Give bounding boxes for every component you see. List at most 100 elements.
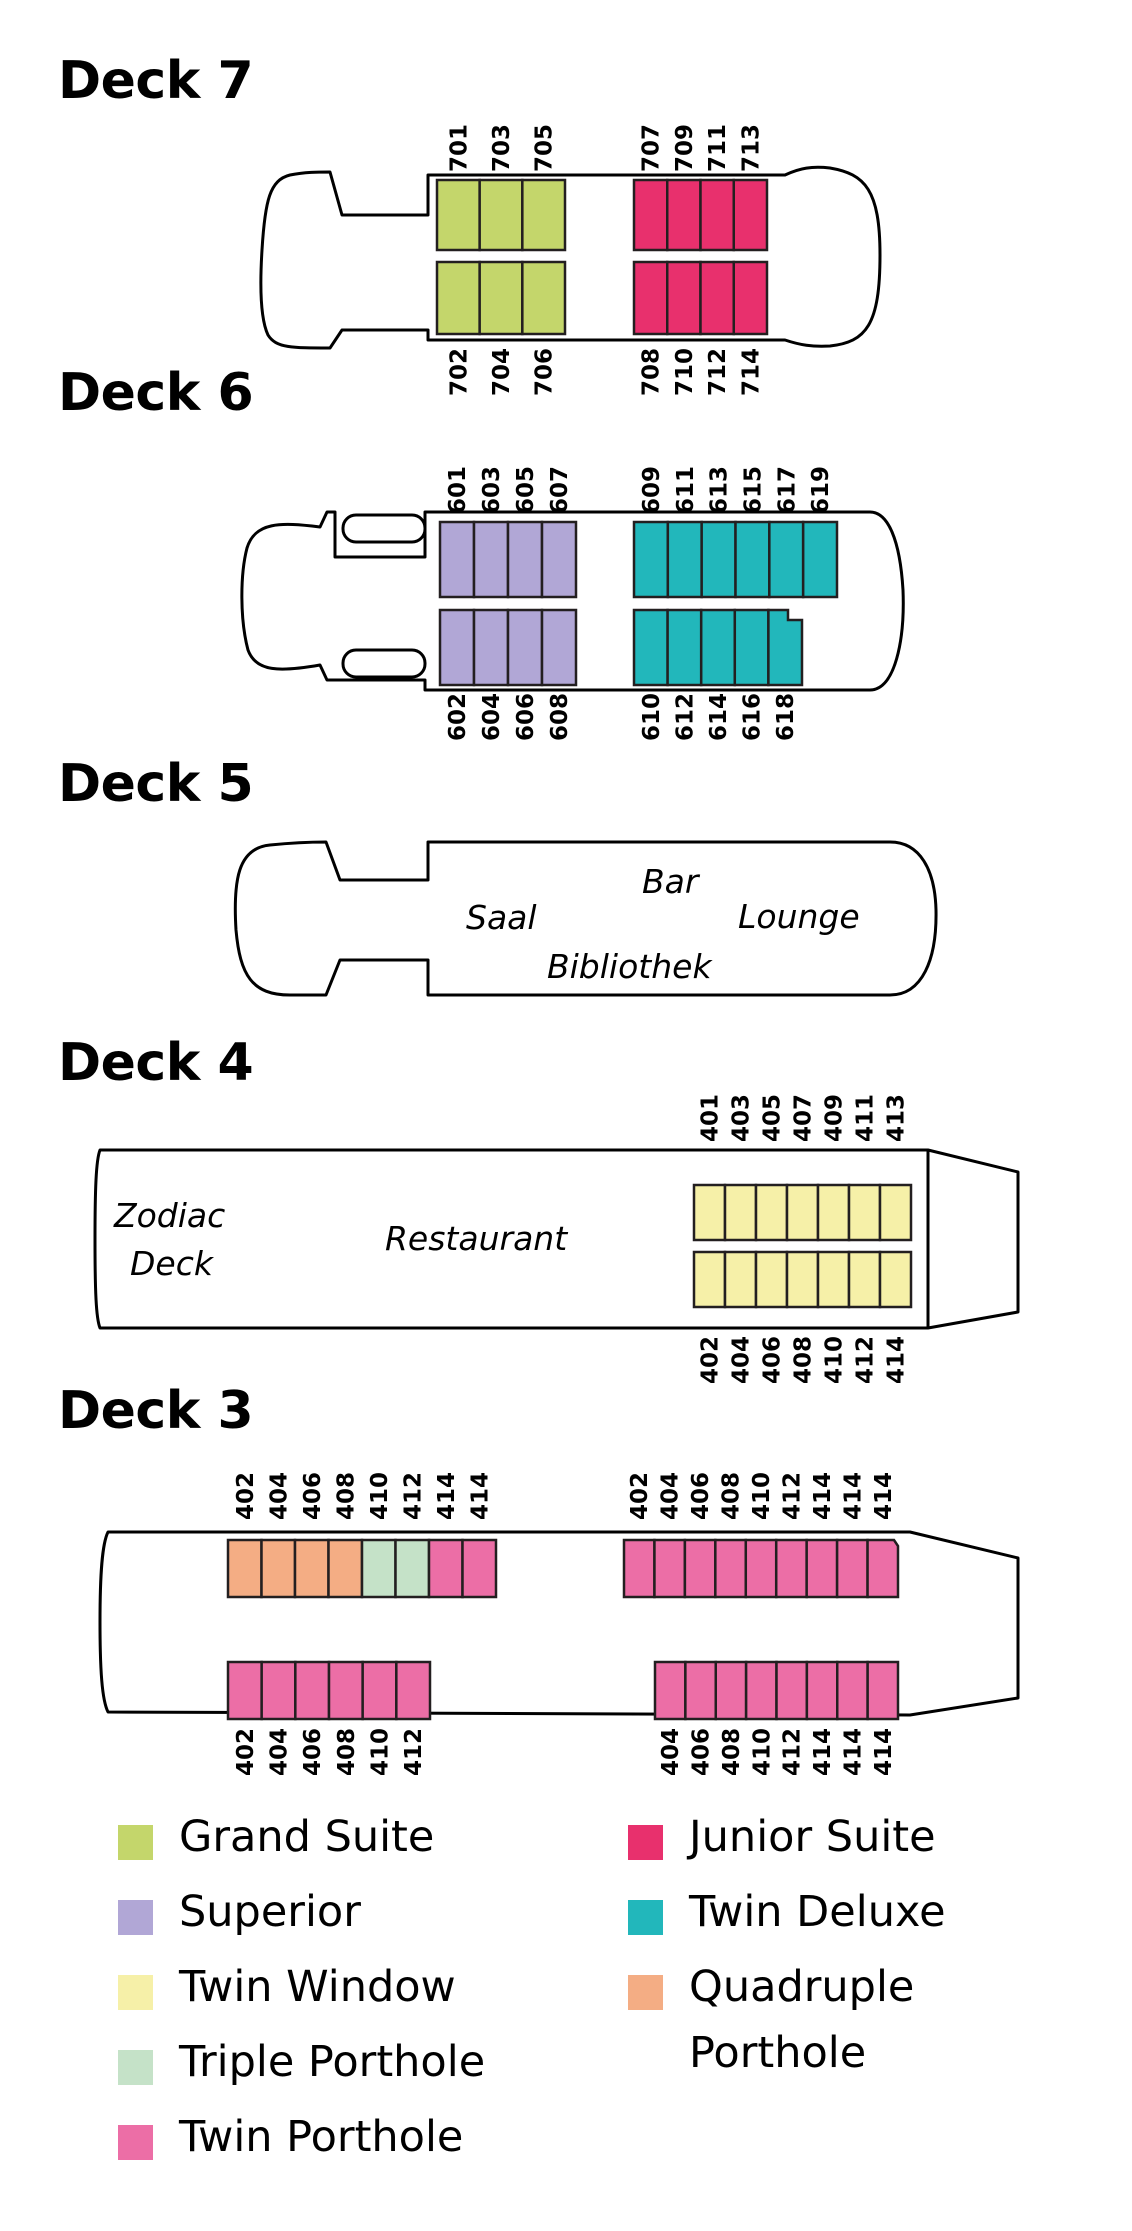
room-number: 414 [840,1728,866,1776]
room-number: 414 [810,1472,836,1520]
room-number: 410 [749,1728,775,1776]
area-label-restaurant: Restaurant [385,1219,568,1258]
deck6-vent-lower [341,648,427,679]
room-number: 414 [871,1472,897,1520]
cabin-414 [427,1538,464,1599]
room-number: 607 [547,466,573,514]
room-number: 603 [479,466,505,514]
room-number: 406 [300,1472,326,1520]
cabin-406 [294,1660,331,1721]
legend-label: Twin Window [179,1962,456,2012]
cabin-414 [878,1250,913,1309]
cabin-402 [226,1660,263,1721]
area-label-saal: Saal [466,898,537,937]
cabin-710 [666,260,702,336]
cabin-619 [801,520,839,599]
room-number: 701 [446,124,472,172]
legend-item-twin-porthole: Twin Porthole [118,2112,463,2170]
deck-title-3: Deck 3 [58,1381,254,1441]
legend-label: Grand Suite [179,1812,435,1862]
legend-swatch [118,1975,153,2010]
room-number: 412 [779,1472,805,1520]
legend-swatch [118,2050,153,2085]
room-number: 404 [658,1728,684,1776]
room-number: 408 [334,1728,360,1776]
room-number: 610 [639,693,665,741]
room-number: 409 [822,1094,848,1142]
cabin-711 [699,178,735,252]
deck4-hull-outline [93,1148,1020,1330]
legend-swatch [628,1975,663,2010]
room-number: 414 [434,1472,460,1520]
cabin-410 [744,1538,778,1599]
cabin-404 [653,1538,687,1599]
cabin-414 [805,1660,839,1721]
cabin-608 [540,608,578,687]
cabin-702 [435,260,481,336]
cabin-414 [866,1538,900,1599]
room-number: 406 [688,1472,714,1520]
legend-item-grand-suite: Grand Suite [118,1812,434,1870]
room-number: 612 [672,693,698,741]
cabin-709 [666,178,702,252]
room-number: 402 [233,1728,259,1776]
room-number: 408 [719,1472,745,1520]
cabins-layer [226,178,913,1721]
cabin-705 [521,178,567,252]
room-number: 404 [266,1472,292,1520]
cabin-412 [774,1538,808,1599]
room-number: 713 [738,124,764,172]
room-number: 619 [808,466,834,514]
cabin-701 [435,178,481,252]
cabin-406 [293,1538,330,1599]
cabin-614 [699,608,737,687]
cabin-606 [506,608,544,687]
room-number: 714 [738,348,764,396]
room-number: 410 [822,1336,848,1384]
room-number: 408 [333,1472,359,1520]
room-number: 616 [740,693,766,741]
room-number: 618 [773,693,799,741]
legend-swatch [118,1900,153,1935]
deck7-hull-outline [259,165,882,350]
legend-swatch [118,2125,153,2160]
room-number: 414 [884,1336,910,1384]
room-number: 402 [698,1336,724,1384]
cabin-604 [472,608,510,687]
cabin-414 [461,1538,498,1599]
room-number: 611 [673,466,699,514]
cabin-413 [878,1183,913,1242]
legend-item-quadruple-porthole: Quadruple Porthole [628,1962,989,2086]
cabin-402 [226,1538,263,1599]
cabin-617 [768,520,805,599]
cabin-403 [723,1183,758,1242]
cabin-605 [506,520,544,599]
cabin-412 [395,1660,432,1721]
room-number: 704 [489,348,515,396]
cabin-412 [775,1660,809,1721]
cabin-408 [714,1538,748,1599]
cabin-412 [394,1538,431,1599]
area-label-bibliothek: Bibliothek [547,947,713,986]
cabin-410 [361,1660,398,1721]
cabin-406 [683,1538,717,1599]
room-number: 410 [367,1472,393,1520]
legend-item-triple-porthole: Triple Porthole [118,2037,485,2095]
cabin-602 [438,608,476,687]
legend-label: Superior [179,1887,361,1937]
legend-item-twin-window: Twin Window [118,1962,456,2020]
room-number: 404 [729,1336,755,1384]
cabin-412 [847,1250,882,1309]
room-number: 601 [445,466,471,514]
room-number: 702 [446,348,472,396]
area-label-lounge: Lounge [738,897,860,936]
cabin-603 [472,520,510,599]
deck-title-5: Deck 5 [58,754,254,814]
room-number: 406 [689,1728,715,1776]
cabin-712 [699,260,735,336]
room-number: 703 [489,124,515,172]
room-number: 705 [532,124,558,172]
room-number: 414 [467,1472,493,1520]
cabin-410 [360,1538,397,1599]
